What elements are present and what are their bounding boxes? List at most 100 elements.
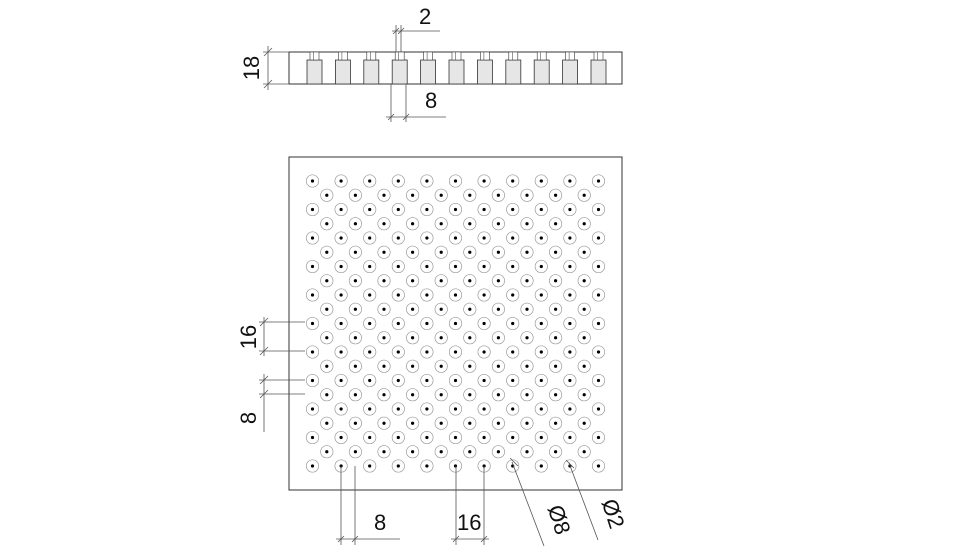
pin-dot xyxy=(339,321,343,326)
pin-dot xyxy=(453,207,458,212)
pin-dot xyxy=(310,407,315,411)
slot-body xyxy=(533,59,550,85)
row-pitch-label: 16 xyxy=(236,325,261,349)
pin-dot xyxy=(396,179,400,183)
pin-dot xyxy=(439,250,443,254)
pin-dot xyxy=(596,378,601,383)
pin-dot xyxy=(396,435,400,440)
pin-dot xyxy=(368,236,372,240)
pin-dot xyxy=(339,179,343,183)
pin-dot xyxy=(453,264,458,269)
pin-dot xyxy=(325,279,329,283)
slot-neck xyxy=(338,51,348,61)
pin-dot xyxy=(496,393,500,397)
pin-dot xyxy=(554,250,558,254)
pin-dot xyxy=(396,464,400,468)
pin-dot xyxy=(539,321,543,326)
thickness-dimension: 18 xyxy=(239,46,289,90)
pin-dot xyxy=(353,307,357,311)
pin-dot xyxy=(582,393,586,397)
pin-dot xyxy=(439,193,443,197)
pin-dot xyxy=(496,193,500,197)
pin-dot xyxy=(425,435,429,440)
pin-dot xyxy=(482,293,486,297)
pin-dot xyxy=(596,321,601,326)
pin-dot xyxy=(539,435,543,440)
pin-dot xyxy=(496,364,500,368)
pin-dot xyxy=(411,364,415,368)
col-pitch-dimension: 16 xyxy=(451,466,489,545)
pin-dot xyxy=(596,350,601,354)
pin-dot xyxy=(525,222,529,226)
pin-dot xyxy=(396,321,400,326)
pin-dot xyxy=(310,293,315,297)
pin-dot xyxy=(411,222,415,226)
pin-dot xyxy=(368,264,372,269)
slot-body xyxy=(420,59,437,85)
pin-dot xyxy=(568,179,572,183)
pin-dot xyxy=(382,393,386,397)
pin-dot xyxy=(468,193,472,197)
pin-dot xyxy=(453,350,458,354)
pin-dot xyxy=(525,307,529,311)
pin-dot xyxy=(382,336,386,340)
pin-dot xyxy=(382,250,386,254)
slot xyxy=(420,51,437,85)
pin-dot xyxy=(325,364,329,368)
pin-dot xyxy=(425,464,429,468)
slot-width-dimension: 2 xyxy=(392,4,440,52)
pin-dot xyxy=(353,421,357,425)
pin-dot xyxy=(568,236,572,240)
pin-dot xyxy=(353,222,357,226)
pin-dot xyxy=(568,350,572,354)
pin-dot xyxy=(396,407,400,411)
pin-dot xyxy=(396,350,400,354)
col-pitch-label: 16 xyxy=(457,510,481,535)
pin-dot xyxy=(382,307,386,311)
pin-dot xyxy=(596,179,601,183)
pin-dot xyxy=(382,364,386,368)
pin-dot xyxy=(482,435,486,440)
pin-dot xyxy=(496,336,500,340)
pin-dot xyxy=(468,421,472,425)
pin-dot xyxy=(482,378,486,383)
pin-dot xyxy=(368,407,372,411)
pin-dot xyxy=(339,378,343,383)
pin-dot xyxy=(368,378,372,383)
slot xyxy=(562,51,578,85)
pin-dot xyxy=(468,250,472,254)
pin-dot xyxy=(453,236,458,240)
pin-dot xyxy=(568,407,572,411)
pin-dot xyxy=(582,307,586,311)
pin-dot xyxy=(425,350,429,354)
pin-dot xyxy=(325,336,329,340)
pin-dot xyxy=(539,264,543,269)
col-offset-label: 8 xyxy=(374,510,386,535)
pin-dot xyxy=(411,336,415,340)
pin-dot xyxy=(511,179,515,183)
slot-body xyxy=(363,59,380,85)
pin-dot xyxy=(425,321,429,326)
pin-dot xyxy=(468,222,472,226)
pin-dot xyxy=(482,207,486,212)
slot-neck xyxy=(480,51,490,61)
pin-dot xyxy=(496,450,500,454)
pin-dot xyxy=(554,193,558,197)
slot-body xyxy=(334,59,351,85)
slot-body xyxy=(476,59,493,85)
pin-dot xyxy=(368,435,372,440)
pin-dot xyxy=(511,350,515,354)
pin-diameter-label: Ø2 xyxy=(597,496,630,532)
pin-dot xyxy=(482,236,486,240)
slot xyxy=(505,51,522,85)
slot xyxy=(363,51,380,85)
pin-dot xyxy=(568,293,572,297)
pin-dot xyxy=(582,222,586,226)
row-pitch-dimension: 16 xyxy=(236,317,305,356)
slot-neck xyxy=(451,51,462,61)
pin-dot xyxy=(539,407,543,411)
pin-dot xyxy=(382,450,386,454)
pin-dot xyxy=(511,236,515,240)
pin-dot xyxy=(325,421,329,425)
